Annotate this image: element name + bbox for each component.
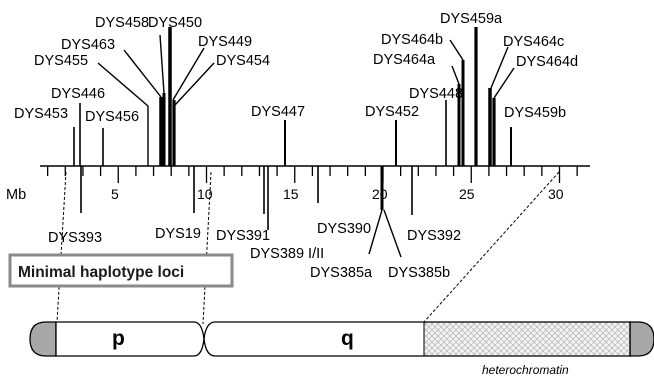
heterochromatin-label: heterochromatin [482,363,569,377]
scale-tick-label: 15 [283,186,299,202]
minimal-haplotype-loci-box: Minimal haplotype loci [10,255,232,286]
locus-label: DYS391 [216,228,270,244]
locus-label: DYS447 [251,104,305,120]
locus-label: DYS390 [317,221,371,237]
minimal-haplotype-loci-label: Minimal haplotype loci [18,264,184,281]
scale-tick-labels: 5 10 15 20 25 30 [111,186,564,202]
locus-label: DYS19 [155,226,201,242]
p-arm-label: p [112,327,125,350]
locus-label: DYS464c [503,34,564,50]
locus-line-dys454 [175,63,214,105]
locus-label: DYS463 [61,37,115,53]
locus-label: DYS455 [34,53,88,69]
locus-line-dys464b [450,40,463,60]
locus-label: DYS389 I/II [250,246,324,262]
locus-label: DYS459a [440,11,503,27]
locus-label: DYS385b [388,265,450,281]
locus-label: DYS446 [51,86,105,102]
q-telomere-cap [630,322,654,356]
locus-line-dys385b [384,210,401,257]
scale-tick-label: 5 [111,186,119,202]
locus-label: DYS464d [516,54,578,70]
locus-line-dys449 [173,48,204,100]
locus-line-dys464a [452,66,459,84]
locus-label: DYS458 [95,15,149,31]
locus-label: DYS459b [504,105,566,121]
locus-label: DYS453 [14,106,68,122]
locus-line-dys455 [98,63,148,106]
locus-label: DYS456 [85,109,139,125]
locus-label: DYS454 [216,53,270,69]
heterochromatin-region [424,322,630,356]
p-arm [56,322,204,356]
locus-label: DYS448 [409,86,463,102]
locus-label: DYS449 [198,34,252,50]
locus-label: DYS452 [365,104,419,120]
chromosome: p q heterochromatin [30,322,654,377]
scale-tick-label: 25 [459,186,475,202]
minor-ticks [48,166,578,183]
scale-tick-label: 30 [548,186,564,202]
locus-label: DYS385a [310,265,373,281]
q-arm-label: q [341,327,354,350]
locus-line-dys458 [160,35,164,93]
locus-label: DYS450 [148,15,202,31]
locus-label: DYS393 [48,230,102,246]
locus-label: DYS464b [381,32,443,48]
locus-label: DYS392 [407,228,461,244]
unit-label: Mb [6,187,26,203]
locus-label: DYS464a [373,52,436,68]
scale-tick-label: 20 [372,186,388,202]
p-telomere-cap [30,322,56,356]
